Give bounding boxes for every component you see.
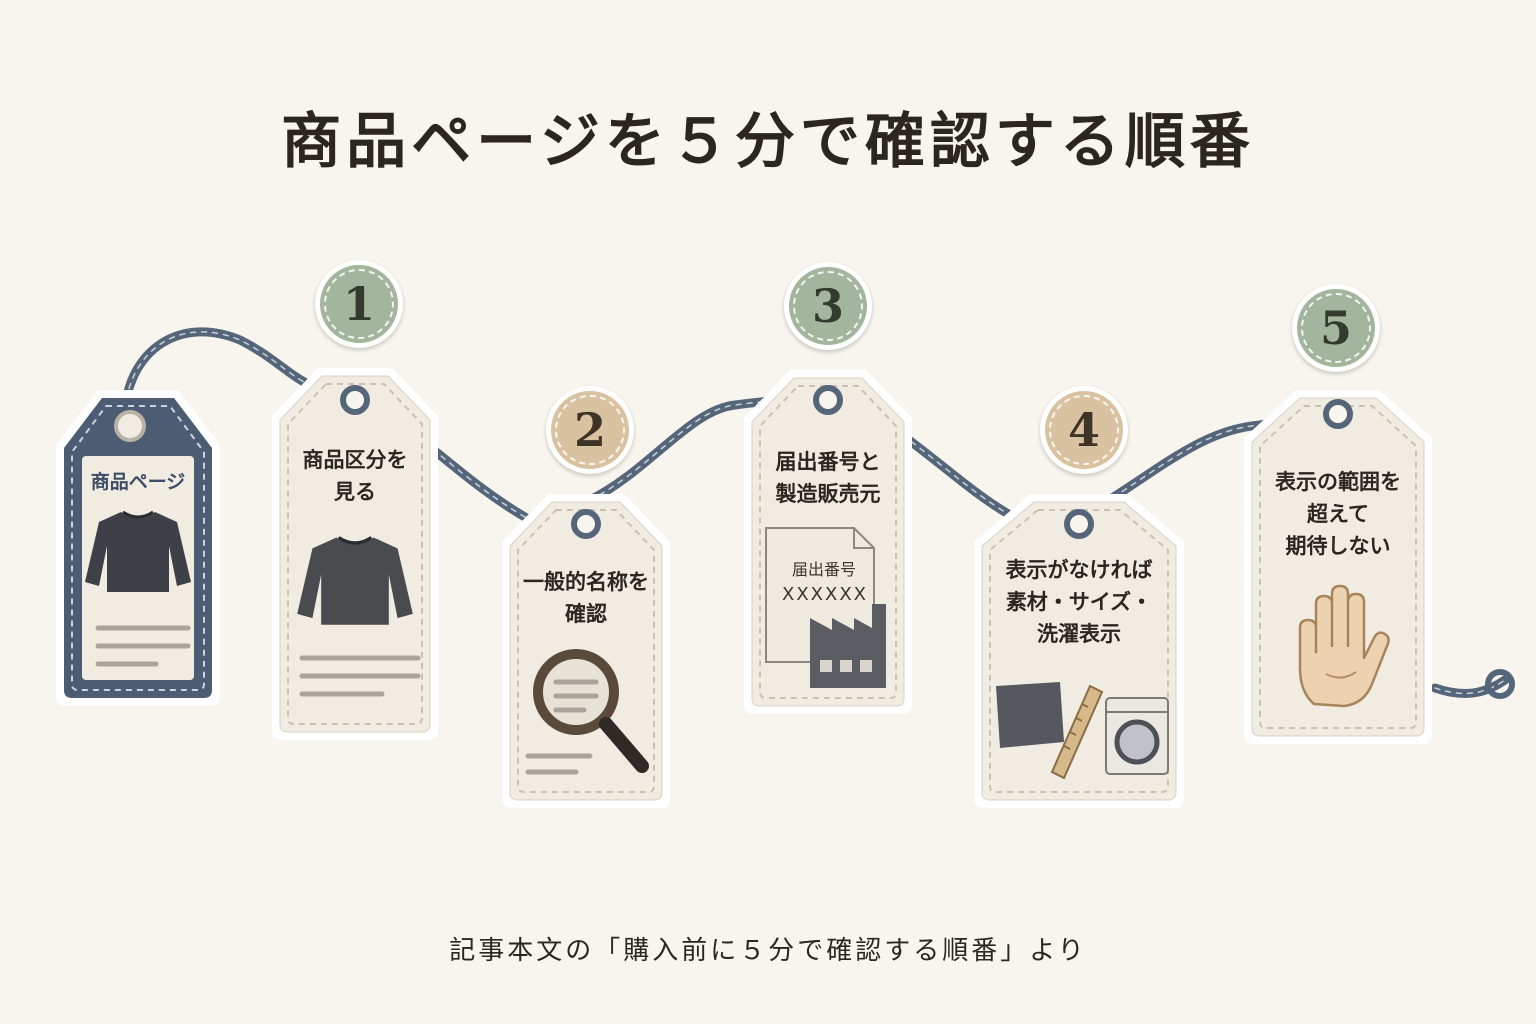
fabric-ruler-washer-icon [996,682,1169,780]
page-title: 商品ページを５分で確認する順番 [281,107,1255,177]
document-factory-icon [765,527,886,688]
step-2-number: 2 [573,403,606,457]
step-5-number: 5 [1319,301,1352,355]
badge-stitch [555,395,625,465]
step-1-number: 1 [342,277,375,331]
badge-stitch [1301,293,1371,363]
step-4-number: 4 [1067,403,1100,457]
badge-stitch [1049,395,1119,465]
step-3-tag: 届出番号と 製造販売元 届出番号 XXXXXX [740,370,916,716]
step-2-badge: 2 [546,386,634,474]
product-tag-label: 商品ページ [90,471,186,493]
step-3-label: 届出番号と 製造販売元 [775,450,881,506]
badge-stitch [793,271,863,341]
product-page-tag: 商品ページ [48,390,228,710]
step-4-badge: 4 [1040,386,1128,474]
document-code: XXXXXX [782,584,868,605]
step-2-label: 一般的名称を 確認 [523,570,649,626]
step-1-tag: 商品区分を 見る [268,368,442,742]
step-5-label: 表示の範囲を 超えて 期待しない [1275,470,1401,558]
step-2-tag: 一般的名称を 確認 [498,494,674,810]
step-4-label: 表示がなければ 素材・サイズ・ 洗濯表示 [1005,558,1153,646]
magnifier-icon [533,649,649,773]
step-1-label: 商品区分を 見る [302,448,408,504]
sweater-icon [85,510,191,592]
step-5-badge: 5 [1292,284,1380,372]
badge-stitch [324,269,394,339]
step-1-badge: 1 [315,260,403,348]
step-3-number: 3 [811,279,844,333]
stop-hand-icon [1298,584,1390,708]
document-title: 届出番号 [791,560,856,579]
source-caption: 記事本文の「購入前に５分で確認する順番」より [449,936,1087,966]
sweater-icon [297,536,413,625]
step-4-tag: 表示がなければ 素材・サイズ・ 洗濯表示 [970,494,1188,810]
step-3-badge: 3 [784,262,872,350]
step-5-tag: 表示の範囲を 超えて 期待しない [1240,390,1436,746]
